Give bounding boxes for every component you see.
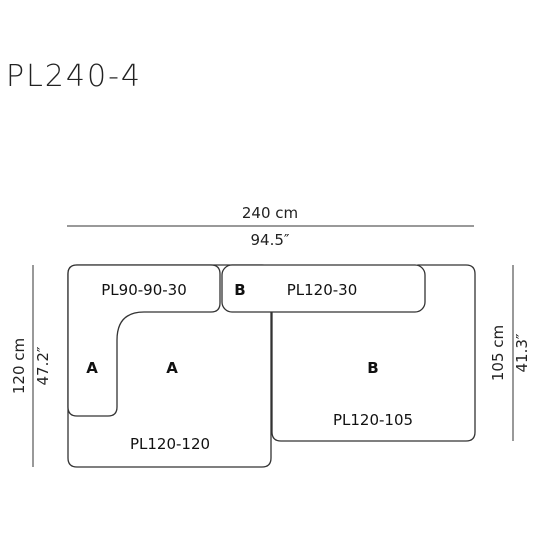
right-height-cm-label: 105 cm (489, 325, 507, 381)
right-seat-label: PL120-105 (333, 411, 413, 429)
width-cm-label: 240 cm (242, 204, 298, 222)
corner-back-label: PL90-90-30 (101, 281, 187, 299)
right-height-in-label: 41.3″ (513, 333, 531, 372)
left-arm-letter: A (86, 359, 98, 377)
model-title: PL240-4 (6, 59, 142, 94)
right-back-label: PL120-30 (287, 281, 358, 299)
left-height-in-label: 47.2″ (34, 346, 52, 385)
module-right-back (221, 264, 426, 313)
left-seat-label: PL120-120 (130, 435, 210, 453)
left-seat-letter: A (166, 359, 178, 377)
right-seat-letter: B (367, 359, 378, 377)
module-corner-back (67, 264, 221, 417)
left-height-cm-label: 120 cm (10, 338, 28, 394)
right-back-letter: B (234, 281, 245, 299)
width-in-label: 94.5″ (250, 231, 289, 249)
